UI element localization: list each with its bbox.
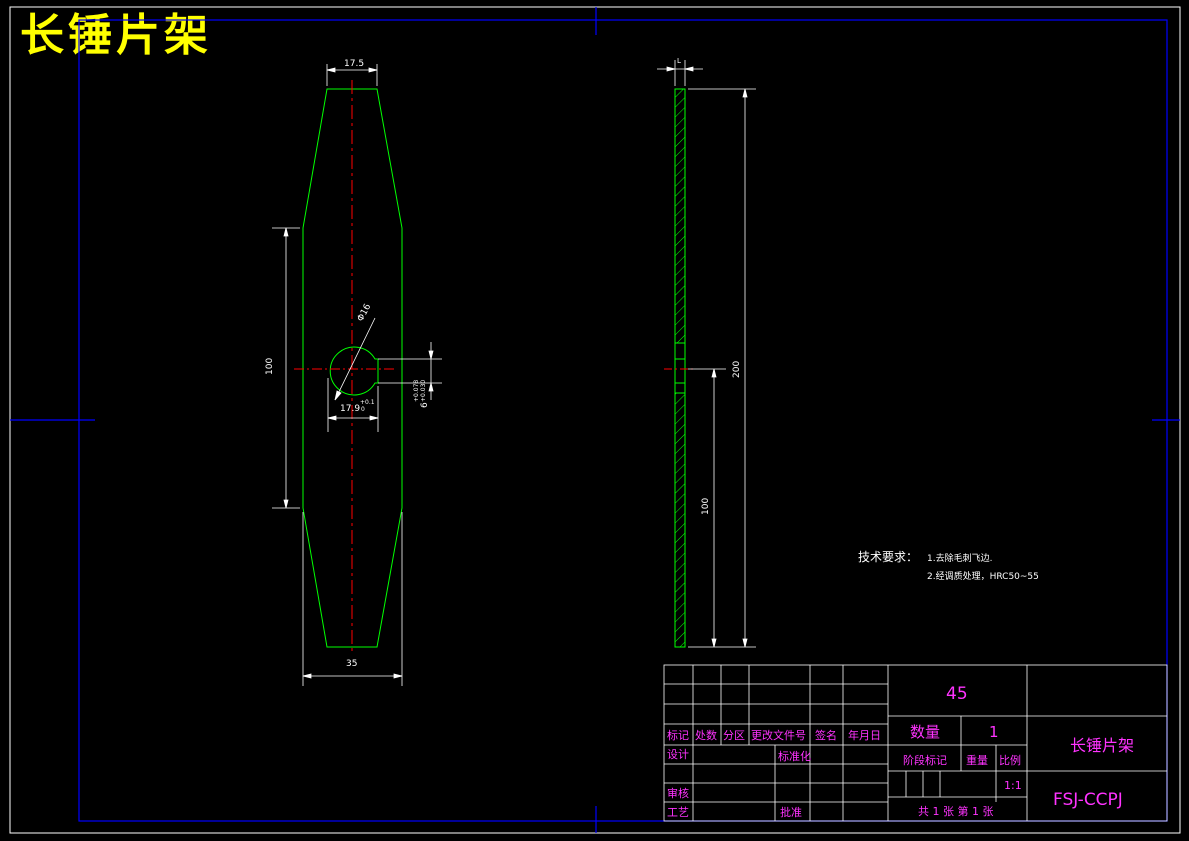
- inner-frame: [78, 19, 1168, 822]
- dim-key-width-label: 17.9: [340, 404, 360, 414]
- tb-drawing-code: FSJ-CCPJ: [1053, 790, 1123, 810]
- tb-header-sign: 签名: [815, 728, 837, 742]
- part-outline: [302, 88, 403, 648]
- dim-half-length: [688, 368, 726, 648]
- tb-material: 45: [946, 684, 968, 704]
- tb-header-mark: 标记: [667, 728, 689, 742]
- tb-scale: 1:1: [1004, 779, 1022, 792]
- title-block-text: 标记 处数 分区 更改文件号 签名 年月日 设计 标准化 审核 工艺 批准 45…: [667, 684, 1134, 819]
- dim-top-width: [326, 64, 378, 86]
- tb-standardization: 标准化: [778, 749, 811, 763]
- tb-quantity-label: 数量: [910, 723, 940, 741]
- dim-bottom-width: [302, 512, 403, 686]
- dim-slot-tol-low: +0.030: [420, 380, 427, 402]
- title-block: [663, 664, 1168, 822]
- tb-process: 工艺: [667, 806, 689, 819]
- dim-slot-tol: +0.078: [413, 380, 420, 402]
- centering-marks: [10, 7, 1180, 833]
- tb-header-date: 年月日: [848, 728, 881, 742]
- drawing-title: 长锤片架: [20, 10, 212, 61]
- tb-part-name: 长锤片架: [1070, 736, 1134, 755]
- outer-frame: [9, 6, 1181, 834]
- dim-slot-width: [378, 342, 442, 400]
- center-hole: [329, 346, 379, 396]
- side-view: L 200 100: [657, 57, 756, 648]
- dim-bottom-width-label: 35: [346, 659, 357, 669]
- dim-total-length: [688, 88, 756, 648]
- front-view: 17.5 35 100 Φ16: [265, 59, 442, 686]
- tb-header-zone: 分区: [723, 729, 745, 742]
- dim-key-width: [327, 378, 379, 432]
- tb-scale-label: 比例: [999, 753, 1021, 767]
- side-section-bottom: [674, 392, 686, 648]
- tb-header-change: 更改文件号: [751, 728, 806, 742]
- dim-middle-length-label: 100: [265, 358, 275, 375]
- tb-stage-mark: 阶段标记: [903, 753, 947, 767]
- tb-design: 设计: [667, 748, 689, 761]
- tb-quantity: 1: [989, 723, 999, 741]
- tb-weight: 重量: [966, 753, 988, 767]
- side-section-top: [674, 88, 686, 344]
- tech-heading: 技术要求：: [858, 550, 918, 564]
- dim-thickness: [657, 60, 703, 86]
- tb-review: 审核: [667, 786, 689, 800]
- dim-slot-width-label: 6: [420, 402, 430, 408]
- dim-key-tol-low: 0: [361, 406, 365, 413]
- tech-requirements: 技术要求： 1.去除毛刺飞边. 2.经调质处理，HRC50~55: [858, 550, 1039, 582]
- dim-key-tol: +0.1: [360, 399, 375, 406]
- tb-sheets: 共 1 张 第 1 张: [918, 804, 993, 818]
- dim-hole-diameter-label: Φ16: [356, 302, 374, 323]
- tech-item-2: 2.经调质处理，HRC50~55: [927, 570, 1039, 582]
- key-width-value: 17.9: [340, 404, 360, 414]
- dim-hole-diameter: [334, 317, 376, 401]
- dim-half-length-label: 100: [701, 498, 711, 515]
- dim-top-width-label: 17.5: [344, 59, 364, 69]
- dim-thickness-label: L: [677, 57, 681, 65]
- dim-middle-length: [272, 227, 300, 509]
- tech-item-1: 1.去除毛刺飞边.: [927, 552, 992, 564]
- dim-total-length-label: 200: [732, 361, 742, 378]
- side-hole-region: [674, 342, 686, 394]
- tb-approve: 批准: [780, 805, 802, 819]
- tb-header-count: 处数: [695, 729, 717, 742]
